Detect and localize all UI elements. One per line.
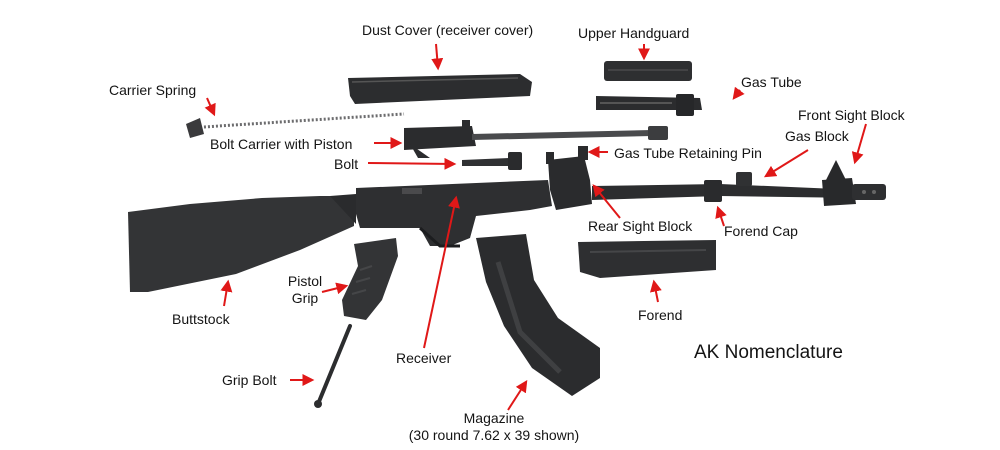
front-sight-block-part: [822, 160, 886, 206]
arrow-forend: [649, 279, 662, 303]
arrow-receiver: [423, 195, 460, 349]
bolt-part: [462, 152, 522, 170]
label-receiver: Receiver: [396, 350, 452, 366]
label-upper-handguard: Upper Handguard: [578, 25, 690, 41]
buttstock-part: [128, 194, 356, 292]
label-rear-sight-block: Rear Sight Block: [588, 218, 693, 234]
label-buttstock: Buttstock: [172, 311, 230, 327]
upper-handguard-part: [604, 61, 692, 81]
label-pistol-grip-line2: Grip: [291, 290, 319, 306]
callout-arrows: [204, 43, 867, 411]
rear-sight-block-part: [546, 146, 592, 210]
label-forend-cap: Forend Cap: [724, 223, 798, 239]
label-pistol-grip-line1: Pistol: [287, 273, 323, 289]
arrow-magazine: [507, 379, 528, 411]
label-grip-bolt: Grip Bolt: [222, 372, 277, 388]
barrel-part: [592, 172, 860, 202]
label-magazine-line1: Magazine: [463, 410, 525, 426]
arrow-bolt: [367, 157, 457, 170]
arrow-buttstock: [220, 279, 233, 307]
arrow-front-sight-block: [851, 123, 867, 165]
label-dust-cover: Dust Cover (receiver cover): [362, 22, 534, 38]
arrow-dust-cover: [431, 43, 444, 71]
bolt-carrier-part: [404, 120, 668, 158]
pistol-grip-part: [342, 238, 398, 320]
label-forend: Forend: [638, 307, 683, 323]
grip-bolt-part: [314, 324, 352, 408]
receiver-part: [356, 180, 552, 248]
dust-cover-part: [348, 74, 532, 104]
arrow-rear-sight: [592, 184, 621, 219]
label-magazine: Magazine (30 round 7.62 x 39 shown): [388, 410, 600, 444]
arrow-carrier-spring: [204, 97, 216, 117]
label-carrier-spring: Carrier Spring: [109, 82, 197, 98]
arrow-pistol-grip: [321, 282, 349, 295]
label-gas-tube-retaining-pin: Gas Tube Retaining Pin: [614, 145, 762, 161]
label-pistol-grip: Pistol Grip: [282, 273, 328, 307]
magazine-part: [476, 234, 600, 396]
label-bolt-carrier: Bolt Carrier with Piston: [210, 136, 353, 152]
diagram-title: AK Nomenclature: [694, 342, 843, 363]
arrow-gas-block: [763, 149, 809, 178]
label-front-sight-block: Front Sight Block: [798, 107, 905, 123]
label-bolt: Bolt: [334, 156, 359, 172]
label-gas-tube: Gas Tube: [741, 74, 802, 90]
gas-tube-part: [596, 94, 702, 116]
label-magazine-line2: (30 round 7.62 x 39 shown): [408, 427, 580, 443]
label-gas-block: Gas Block: [785, 128, 849, 144]
arrow-gas-tube: [732, 86, 745, 100]
forend-part: [578, 240, 716, 278]
arrow-forend-cap: [715, 205, 727, 227]
carrier-spring-part: [186, 112, 405, 138]
